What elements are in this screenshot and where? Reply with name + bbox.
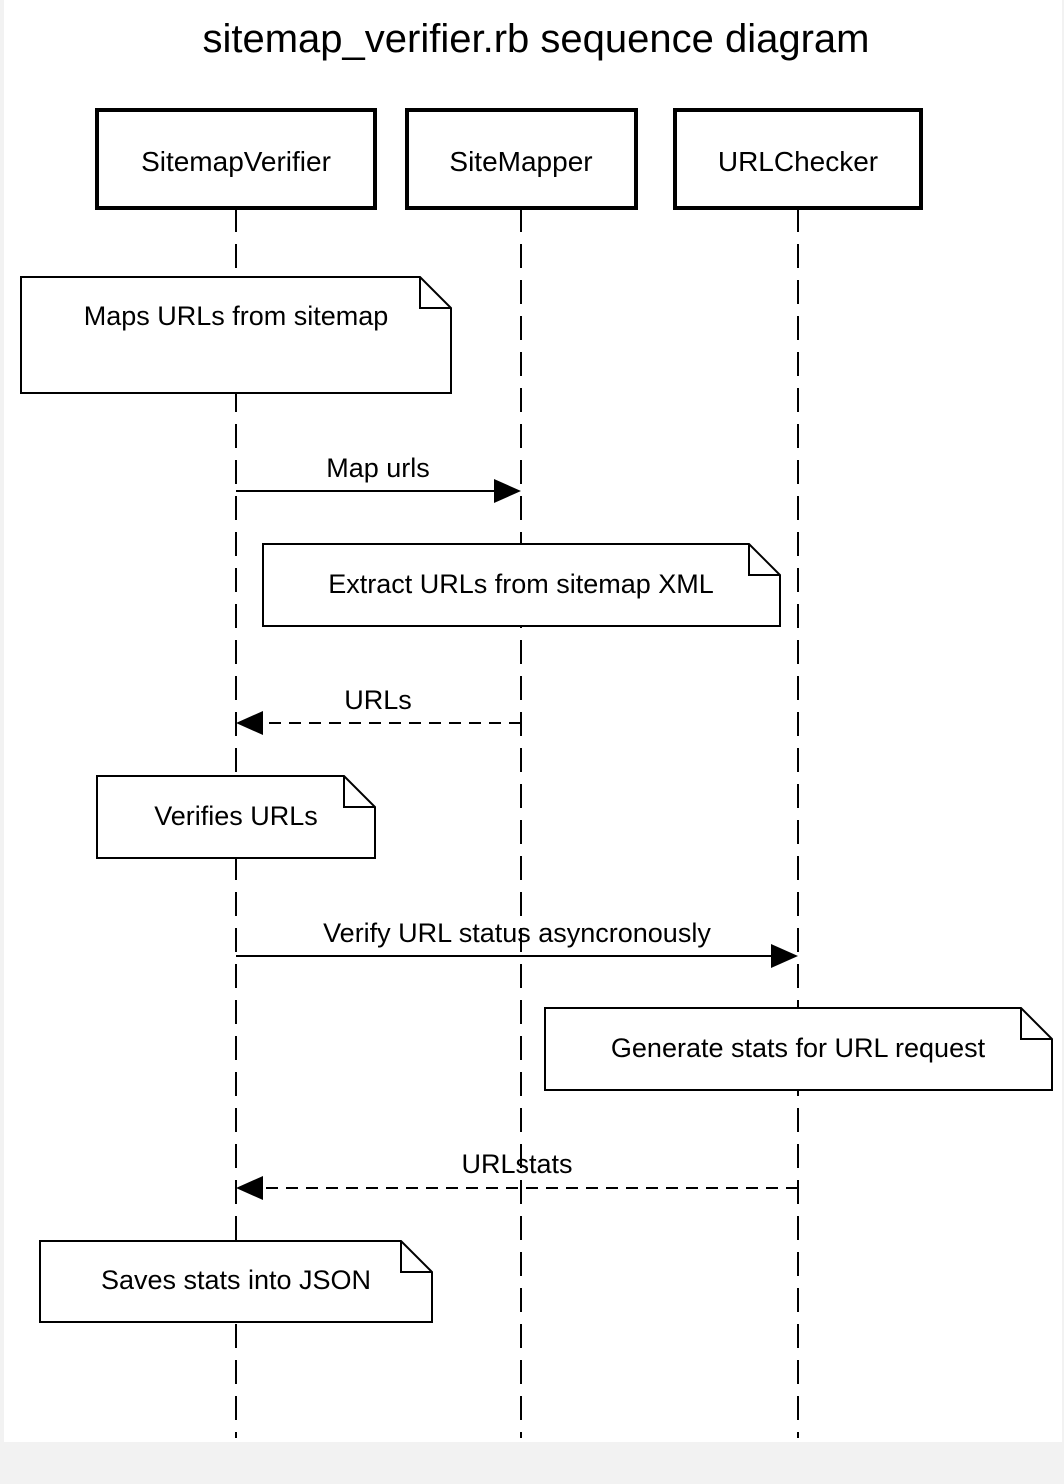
note-text: Saves stats into JSON bbox=[101, 1265, 371, 1295]
note-text: Generate stats for URL request bbox=[611, 1033, 986, 1063]
actor-box bbox=[673, 108, 923, 210]
note-shape bbox=[20, 276, 452, 394]
actor-box bbox=[95, 108, 377, 210]
note-generate-stats: Generate stats for URL request bbox=[544, 1007, 1053, 1091]
actor-label: URLChecker bbox=[718, 146, 878, 177]
actor-box bbox=[405, 108, 638, 210]
note-fold bbox=[419, 277, 451, 309]
message-urlstats: URLstats bbox=[236, 1149, 798, 1200]
message-label: URLs bbox=[344, 685, 412, 715]
note-fold bbox=[748, 544, 780, 576]
actor-sitemapper: SiteMapper bbox=[405, 108, 638, 210]
note-shape bbox=[262, 543, 781, 627]
message-label: Map urls bbox=[326, 453, 430, 483]
note-text: Extract URLs from sitemap XML bbox=[328, 569, 714, 599]
message-label: Verify URL status asyncronously bbox=[323, 918, 711, 948]
arrowhead bbox=[236, 1176, 263, 1200]
note-shape bbox=[96, 775, 376, 859]
note-saves-stats: Saves stats into JSON bbox=[39, 1240, 433, 1323]
message-label: URLstats bbox=[461, 1149, 572, 1179]
message-map-urls: Map urls bbox=[236, 453, 521, 503]
note-shape bbox=[544, 1007, 1053, 1091]
note-fold bbox=[343, 776, 375, 808]
note-text: Maps URLs from sitemap bbox=[84, 301, 389, 331]
actor-sitemapverifier: SitemapVerifier bbox=[95, 108, 377, 210]
arrowhead bbox=[771, 944, 798, 968]
arrowhead bbox=[494, 479, 521, 503]
diagram-background bbox=[4, 0, 1062, 1442]
actor-label: SiteMapper bbox=[449, 146, 592, 177]
actor-urlchecker: URLChecker bbox=[673, 108, 923, 210]
note-fold bbox=[1020, 1008, 1052, 1040]
diagram-title: sitemap_verifier.rb sequence diagram bbox=[202, 17, 869, 61]
note-verifies-urls: Verifies URLs bbox=[96, 775, 376, 859]
note-maps-urls: Maps URLs from sitemap bbox=[20, 276, 452, 394]
note-fold bbox=[400, 1241, 432, 1273]
actor-label: SitemapVerifier bbox=[141, 146, 331, 177]
message-urls: URLs bbox=[236, 685, 521, 735]
arrowhead bbox=[236, 711, 263, 735]
message-verify-url-status: Verify URL status asyncronously bbox=[236, 918, 798, 968]
note-extract-urls: Extract URLs from sitemap XML bbox=[262, 543, 781, 627]
note-text: Verifies URLs bbox=[154, 801, 318, 831]
note-shape bbox=[39, 1240, 433, 1323]
